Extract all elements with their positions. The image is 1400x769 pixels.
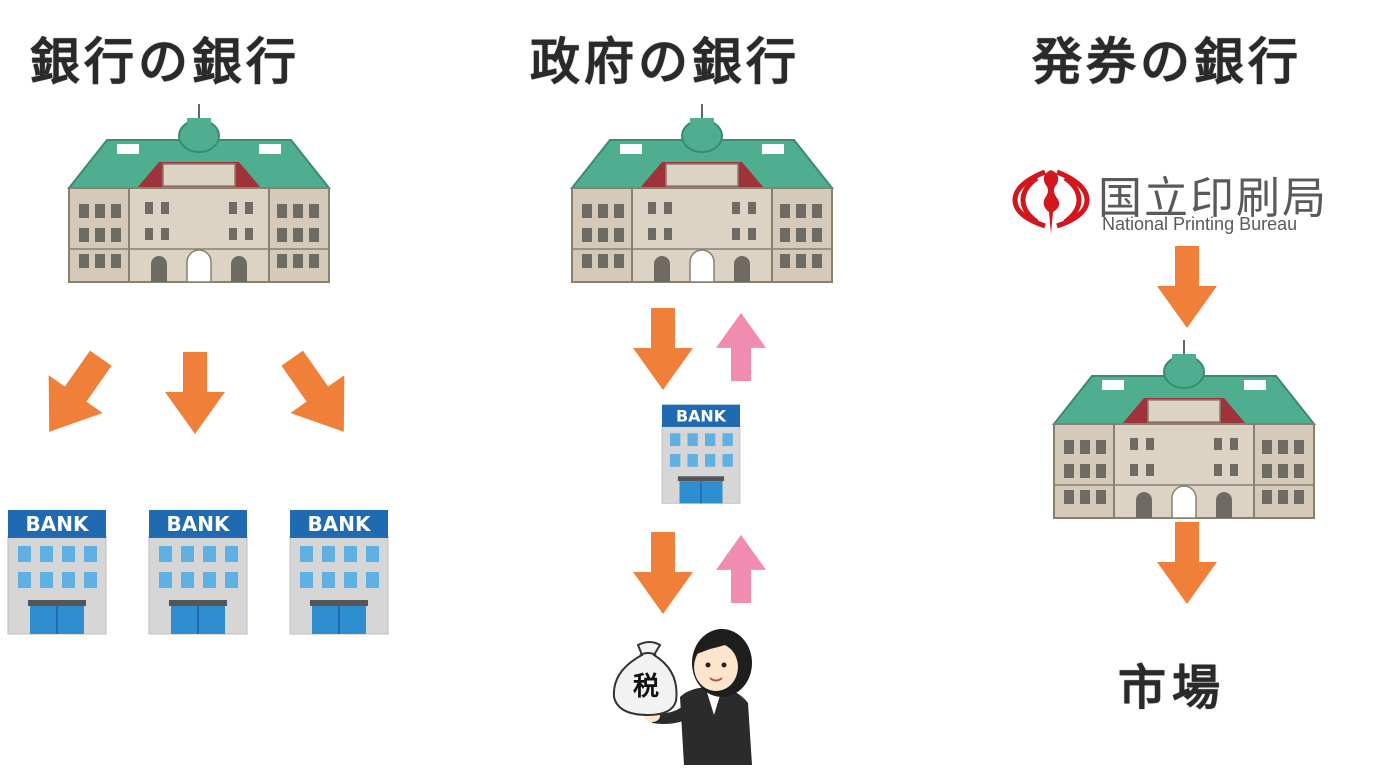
down-arrow [633, 532, 693, 614]
commercial-bank-building-2: BANK [148, 510, 248, 635]
market-label: 市場 [1118, 660, 1227, 716]
commercial-bank-building: BANK [661, 404, 741, 504]
tax-label: 税 [633, 672, 659, 702]
taxpayer-illustration: 税 [612, 629, 752, 765]
down-arrow [1157, 522, 1217, 604]
bank-label: BANK [676, 406, 727, 425]
commercial-bank-building-3: BANK [289, 510, 389, 635]
down-arrow [165, 352, 225, 434]
printing-bureau-name-en: National Printing Bureau [1102, 214, 1298, 234]
central-bank-building [1053, 339, 1315, 519]
up-arrow [716, 534, 766, 604]
central-bank-building [571, 103, 833, 283]
column-title-government-bank: 政府の銀行 [530, 33, 800, 91]
down-right-arrow [265, 339, 371, 451]
printing-bureau-name-jp: 国立印刷局 [1098, 173, 1328, 224]
down-arrow [633, 308, 693, 390]
down-arrow [1157, 246, 1217, 328]
up-arrow [716, 312, 766, 382]
bank-label: BANK [26, 512, 90, 536]
commercial-bank-building-1: BANK [7, 510, 107, 635]
column-title-bank-of-banks: 銀行の銀行 [30, 33, 300, 91]
bank-label: BANK [308, 512, 372, 536]
central-bank-building [68, 103, 330, 283]
down-left-arrow [22, 339, 128, 451]
printing-bureau-logo [1012, 169, 1090, 234]
bank-label: BANK [167, 512, 231, 536]
column-title-note-issuing-bank: 発券の銀行 [1032, 33, 1302, 91]
